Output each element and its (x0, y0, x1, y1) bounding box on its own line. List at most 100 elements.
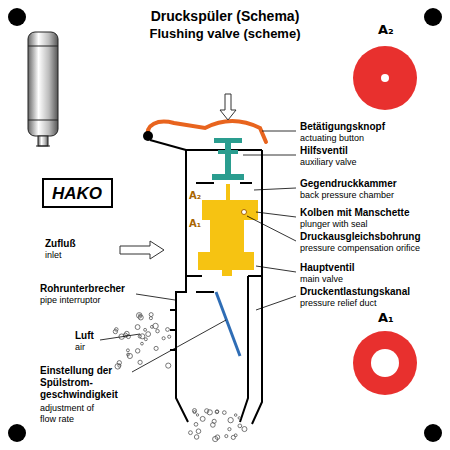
air-bubble (242, 427, 247, 432)
air-bubble (222, 411, 226, 415)
air-bubble (162, 337, 165, 340)
part-label: back pressure chamber (300, 190, 394, 201)
air-bubble (125, 331, 130, 336)
leader-line (256, 296, 296, 310)
valve-photo (36, 146, 50, 147)
logo-box: HAKO (42, 178, 113, 208)
air-bubble (228, 428, 231, 431)
air-bubble (144, 338, 147, 341)
air-bubble (192, 409, 196, 413)
corner-dot (8, 8, 442, 442)
air-bubble (216, 410, 219, 413)
corner-dot (424, 8, 442, 26)
area-disc (353, 46, 417, 110)
air-bubble (166, 328, 170, 332)
auxiliary-valve (218, 150, 238, 154)
area-disc (371, 349, 399, 377)
air-bubble (228, 417, 233, 422)
housing-wall (170, 150, 262, 424)
plunger-with-seal (222, 270, 232, 276)
air-bubble (205, 409, 209, 413)
pressure-compensation-orifice (242, 210, 247, 215)
corner-dot (424, 424, 442, 442)
leader-line (136, 294, 175, 300)
housing-wall (176, 276, 188, 422)
air-bubble (225, 435, 228, 438)
part-label: Luft (75, 330, 94, 342)
part-label: inlet (45, 250, 62, 261)
part-label: Druckausgleichsbohrung (300, 231, 421, 243)
air-bubble (135, 325, 140, 330)
air-bubble (138, 335, 141, 338)
part-label: Gegendruckkammer (300, 178, 397, 190)
actuating-button (150, 140, 186, 150)
air-bubble (213, 436, 218, 441)
air-bubble (153, 323, 158, 328)
air-bubble (127, 353, 132, 358)
part-label: air (75, 342, 85, 353)
actuating-button (148, 121, 266, 142)
part-label: auxiliary valve (300, 157, 357, 168)
plunger-with-seal (198, 252, 254, 270)
area-label: A₁ (378, 310, 394, 325)
air-bubble (149, 317, 152, 320)
part-label: Kolben mit Manschette (300, 207, 409, 219)
part-label: Hilfsventil (300, 145, 348, 157)
air-bubble (146, 332, 151, 337)
air-bubble (200, 416, 205, 421)
corner-dot (8, 424, 26, 442)
air-bubble (113, 329, 117, 333)
air-bubble (118, 364, 121, 367)
part-label: Hauptventil (300, 262, 354, 274)
part-label: pipe interruptor (40, 295, 101, 306)
air-bubble (189, 431, 193, 435)
air-bubble (115, 364, 121, 370)
air-bubble (193, 411, 196, 414)
area-label: A₂ (189, 190, 201, 202)
air-bubble (168, 335, 171, 338)
valve-photo (28, 120, 58, 121)
air-bubble (194, 435, 199, 440)
area-disc (381, 74, 389, 82)
pressure-compensation-orifice (242, 210, 247, 215)
air-bubble (154, 346, 158, 350)
part-label: actuating button (300, 133, 364, 144)
auxiliary-valve (225, 138, 231, 178)
housing-wall (252, 276, 262, 424)
part-label: pressure relief duct (300, 298, 377, 309)
actuating-button (143, 121, 266, 150)
plunger-with-seal (226, 184, 230, 200)
auxiliary-valve (212, 138, 244, 180)
flow-adjustment (216, 292, 240, 356)
air-bubble (166, 363, 171, 368)
inlet-arrow (120, 241, 164, 259)
leader-line (256, 212, 296, 217)
part-label: Betätigungsknopf (300, 121, 385, 133)
part-label: Druckentlastungskanal (300, 286, 410, 298)
part-label: adjustment of flow rate (40, 403, 110, 425)
air-bubble (196, 414, 198, 416)
air-bubble (238, 424, 242, 428)
part-label: plunger with seal (300, 219, 368, 230)
air-bubble (215, 410, 219, 414)
valve-photo (38, 136, 48, 146)
air-bubble (126, 349, 129, 352)
housing-wall (240, 276, 248, 422)
title: Druckspüler (Schema) (0, 8, 450, 24)
part-label: Rohrunterbrecher (40, 283, 125, 295)
area-label: A₁ (189, 218, 201, 230)
air-bubbles (113, 313, 247, 442)
auxiliary-valve (212, 174, 244, 180)
leader-line (254, 188, 296, 190)
leader-line (100, 131, 296, 372)
air-bubble (144, 328, 147, 331)
logo-text: HAKO (52, 185, 103, 203)
air-bubble (231, 435, 235, 439)
leader-line (132, 320, 226, 372)
area-disc (353, 331, 417, 395)
part-label: Einstellung der Spülstrom- geschwindigke… (40, 365, 130, 401)
housing-wall (170, 310, 176, 350)
air-bubble (234, 414, 237, 417)
push-arrow (220, 94, 236, 120)
